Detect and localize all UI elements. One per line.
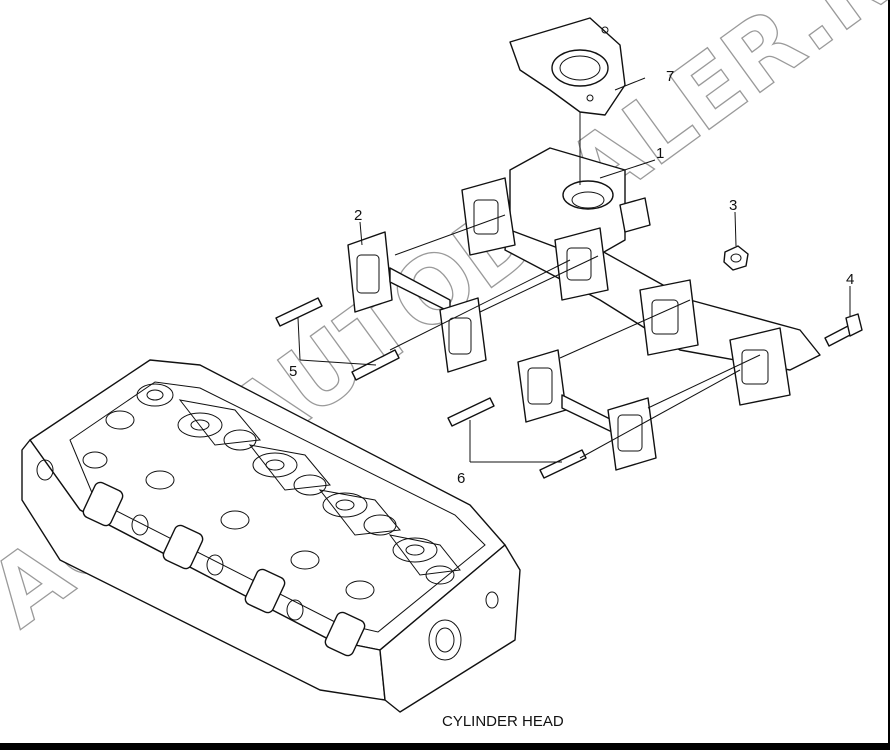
diagram-caption: CYLINDER HEAD (442, 713, 564, 730)
callout-1: 1 (656, 145, 664, 162)
cylinder-head (21, 359, 521, 713)
outlet-gasket (509, 17, 626, 116)
frame-right-border (888, 0, 890, 750)
callout-2: 2 (354, 207, 362, 224)
callouts: 1 2 3 4 5 6 7 (289, 68, 854, 487)
exhaust-manifold (461, 147, 821, 406)
leader-lines (297, 77, 851, 463)
callout-4: 4 (846, 271, 854, 288)
nut (723, 245, 749, 271)
frame-bottom-border (0, 743, 890, 750)
callout-5: 5 (289, 363, 297, 380)
bolt (824, 313, 863, 347)
callout-6: 6 (457, 470, 465, 487)
port-gasket-pair-lower (517, 349, 657, 471)
callout-3: 3 (729, 197, 737, 214)
callout-7: 7 (666, 68, 674, 85)
port-gasket-pair-upper (347, 231, 487, 373)
